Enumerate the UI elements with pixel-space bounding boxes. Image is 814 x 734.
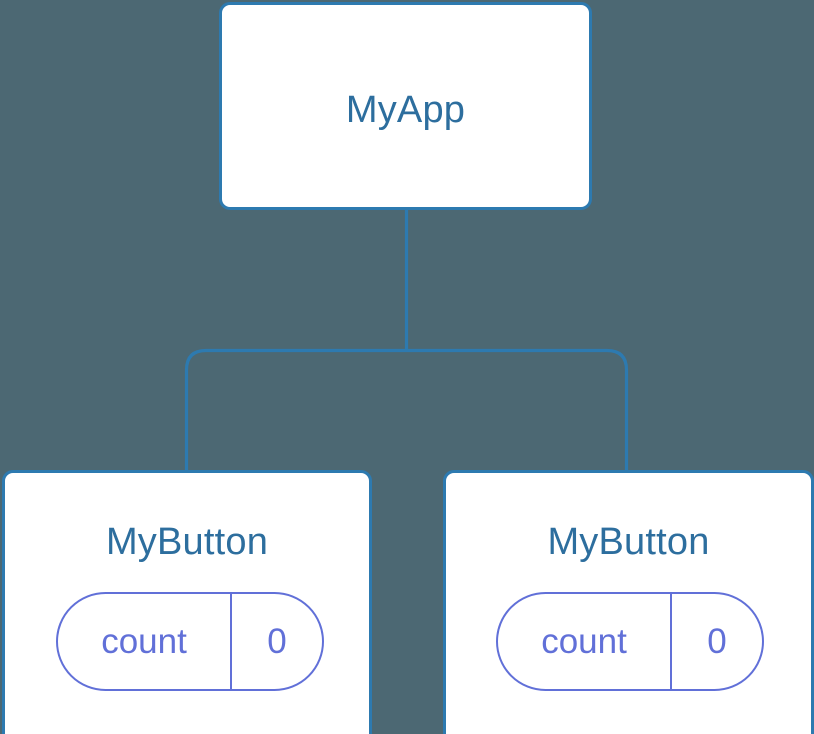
node-title: MyApp: [345, 89, 466, 131]
node-title: MyButton: [105, 521, 269, 563]
state-pill-value: 0: [267, 621, 287, 661]
state-pill-value: 0: [707, 621, 727, 661]
node-mybutton-1[interactable]: MyButton count 0: [2, 470, 372, 734]
state-pill-key: count: [58, 594, 232, 689]
edge-to-mybutton-2: [406, 348, 629, 470]
state-pill-count[interactable]: count 0: [496, 592, 764, 691]
node-myapp[interactable]: MyApp: [219, 2, 592, 210]
state-pill-count[interactable]: count 0: [56, 592, 324, 691]
edge-to-mybutton-1: [184, 348, 407, 470]
state-pill-key: count: [498, 594, 672, 689]
node-title: MyButton: [547, 521, 710, 563]
node-mybutton-2[interactable]: MyButton count 0: [443, 470, 814, 734]
